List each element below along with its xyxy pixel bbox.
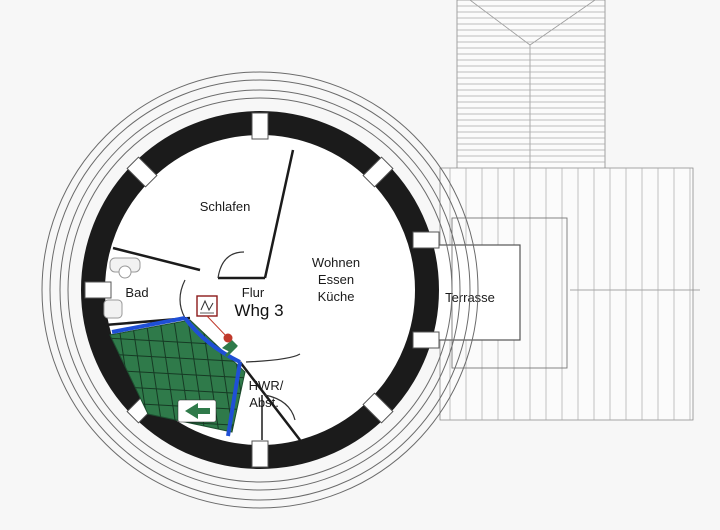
exit-marker-icon — [223, 333, 233, 343]
room-label-kueche: Küche — [318, 289, 355, 304]
fire-alarm-icon — [196, 295, 218, 317]
route-direction-icon — [222, 340, 238, 358]
bath-fixtures — [103, 257, 141, 319]
hatch-line — [110, 369, 245, 379]
escape-arrow-icon — [177, 399, 217, 423]
room-label-wohnen: Wohnen — [312, 255, 360, 270]
detector-line — [206, 315, 229, 339]
room-label-schlafen: Schlafen — [200, 199, 251, 214]
room-label-abst: Abst. — [249, 395, 279, 410]
outer-rings — [41, 71, 479, 509]
roof-hatching-right — [449, 168, 691, 420]
roof-area-top — [456, 0, 606, 171]
room-label-hwr: HWR/ — [249, 378, 284, 393]
roof-hatching-top — [457, 5, 605, 163]
escape-route-lines — [111, 316, 242, 437]
room-label-bad: Bad — [125, 285, 148, 300]
hatch-line — [110, 353, 245, 363]
room-label-essen: Essen — [318, 272, 354, 287]
door-swings — [179, 251, 301, 421]
room-label-flur: Flur — [242, 285, 265, 300]
unit-label: Whg 3 — [234, 301, 283, 320]
